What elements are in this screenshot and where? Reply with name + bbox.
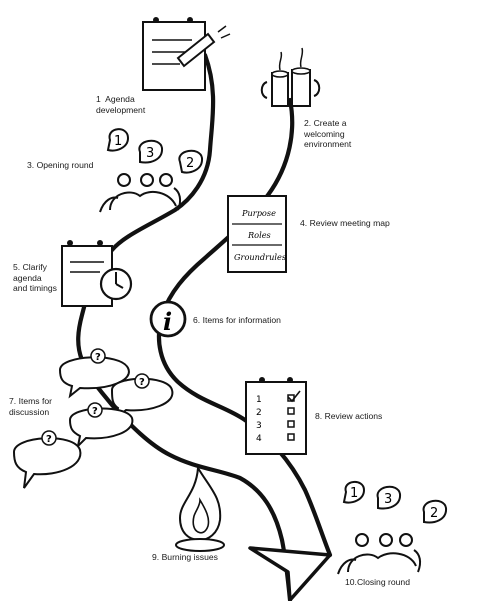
step-number: 6. xyxy=(193,315,201,325)
action-number: 4 xyxy=(256,434,262,444)
info-symbol: i xyxy=(163,307,172,336)
meeting-map-card xyxy=(227,195,287,273)
flame-icon xyxy=(175,464,225,552)
step-label-4: 4. Review meeting map xyxy=(300,218,410,229)
step-number: 5. xyxy=(13,262,21,272)
step-label-5: 5. Clarify agenda and timings xyxy=(13,262,57,294)
step-text: Review actions xyxy=(324,411,383,421)
candles-icon xyxy=(260,47,321,107)
step-number: 7. xyxy=(9,396,17,406)
action-number: 3 xyxy=(256,421,262,431)
card-line-purpose: Purpose xyxy=(241,208,276,218)
step-text: Clarify agenda and timings xyxy=(13,262,57,294)
opening-bubble-number: 1 xyxy=(114,134,122,149)
step-label-8: 8. Review actions xyxy=(315,411,415,422)
notepad-icon xyxy=(142,17,231,91)
question-mark: ? xyxy=(139,377,145,388)
step-label-10: 10.Closing round xyxy=(345,577,445,588)
step-label-3: 3. Opening round xyxy=(27,160,107,171)
step-label-6: 6. Items for information xyxy=(193,315,303,326)
step-text: Opening round xyxy=(36,160,94,170)
path-arrowhead xyxy=(248,546,332,601)
step-number: 3. xyxy=(27,160,35,170)
step-text: Items for discussion xyxy=(9,396,52,417)
card-line-roles: Roles xyxy=(247,230,271,240)
info-icon xyxy=(149,300,187,338)
action-number: 2 xyxy=(256,408,262,418)
step-text: Agenda development xyxy=(96,94,146,115)
action-list-icon xyxy=(245,377,307,455)
step-number: 8. xyxy=(315,411,323,421)
step-number: 10. xyxy=(345,577,357,587)
card-line-groundrules: Groundrules xyxy=(234,252,286,262)
step-label-9: 9. Burning issues xyxy=(152,552,252,563)
question-mark: ? xyxy=(95,352,101,363)
discussion-bubbles-icon xyxy=(12,348,174,489)
step-text: Create a welcoming environment xyxy=(304,118,352,150)
closing-round-people-icon xyxy=(337,481,448,575)
step-text: Burning issues xyxy=(161,552,218,562)
action-number: 1 xyxy=(256,395,262,405)
closing-bubble-number: 2 xyxy=(430,506,438,521)
step-text: Review meeting map xyxy=(309,218,390,228)
agenda-clock-icon xyxy=(61,240,133,307)
opening-bubble-number: 2 xyxy=(186,156,194,171)
opening-bubble-number: 3 xyxy=(146,146,154,161)
step-label-1: 1 Agenda development xyxy=(96,94,166,115)
step-number: 1 xyxy=(96,94,101,104)
step-label-7: 7. Items for discussion xyxy=(9,396,69,417)
opening-round-people-icon xyxy=(99,128,204,213)
step-number: 4. xyxy=(300,218,308,228)
question-mark: ? xyxy=(92,406,98,417)
step-number: 9. xyxy=(152,552,160,562)
step-text: Items for information xyxy=(202,315,281,325)
closing-bubble-number: 1 xyxy=(350,486,358,501)
question-mark: ? xyxy=(46,434,52,445)
step-number: 2. xyxy=(304,118,312,128)
closing-bubble-number: 3 xyxy=(384,492,392,507)
step-text: Closing round xyxy=(356,577,410,587)
step-label-2: 2. Create a welcoming environment xyxy=(304,118,384,150)
